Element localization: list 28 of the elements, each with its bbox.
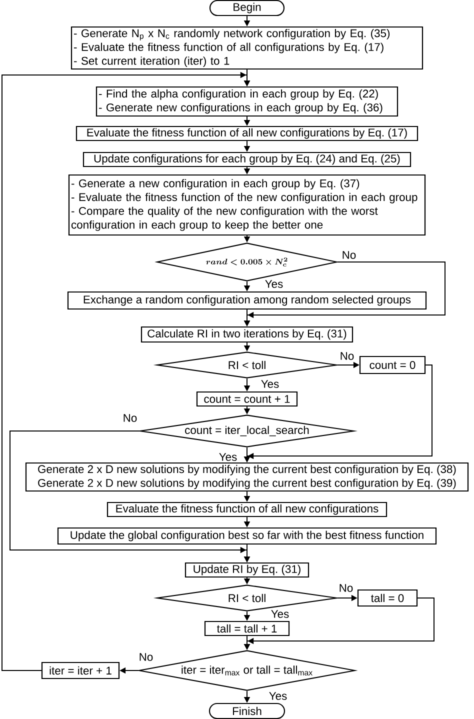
process-box: iter = iter + 1 bbox=[41, 662, 120, 680]
process-box: Evaluate the fitness function of all new configurations bbox=[106, 502, 388, 518]
process-box: count = 0 bbox=[359, 356, 426, 374]
edge-label: Yes bbox=[265, 280, 283, 288]
process-box: - Generate a new configuration in each group by Eq. (37) - Evaluate the fitness function of the new configuration in each group - Compare the quality of the new configuration with the worst configuration in each group to keep the better one bbox=[68, 174, 426, 236]
edge-label: Yes bbox=[261, 380, 279, 388]
edge-label: Yes bbox=[271, 610, 289, 618]
process-box: Exchange a random configuration among random selected groups bbox=[67, 291, 427, 310]
edge-label: No bbox=[140, 653, 153, 661]
process-box: count = count + 1 bbox=[196, 391, 298, 407]
process-box: tall = tall + 1 bbox=[204, 620, 290, 636]
edge-label: No bbox=[342, 251, 356, 259]
process-box: - Generate N$_{p}$ x N$_{c}$ randomly network configuration by Eq. (35) - Evaluate the fitness function of all configurations by Eq. (17) - Set current iteration (iter) to 1 bbox=[70, 26, 424, 70]
process-box: Calculate RI in two iterations by Eq. (31) bbox=[140, 326, 354, 343]
edge-label: No bbox=[340, 352, 354, 360]
process-box: Update RI by Eq. (31) bbox=[184, 562, 310, 578]
edge-label: Yes bbox=[269, 692, 287, 700]
edge-label: No bbox=[340, 584, 353, 592]
process-box: Update configurations for each group by Eq. (24) and Eq. (25) bbox=[82, 152, 412, 168]
process-box: Update the global configuration best so far with the best fitness function bbox=[57, 527, 437, 545]
process-box: - Find the alpha configuration in each group by Eq. (22) - Generate new configurations in each group by Eq. (36) bbox=[96, 86, 398, 117]
edge-label: No bbox=[124, 414, 137, 422]
process-box: Evaluate the fitness function of all new configurations by Eq. (17) bbox=[76, 126, 418, 142]
process-box: Generate 2 x D new solutions by modifying the current best configuration by Eq. (38) Generate 2 x D new solutions by modifying the current best configuration by Eq. (39) bbox=[25, 462, 469, 492]
terminal-box: Begin bbox=[209, 0, 285, 16]
edge-label: Yes bbox=[219, 453, 237, 461]
process-box: tall = 0 bbox=[357, 589, 418, 607]
terminal-box: Finish bbox=[208, 702, 286, 719]
